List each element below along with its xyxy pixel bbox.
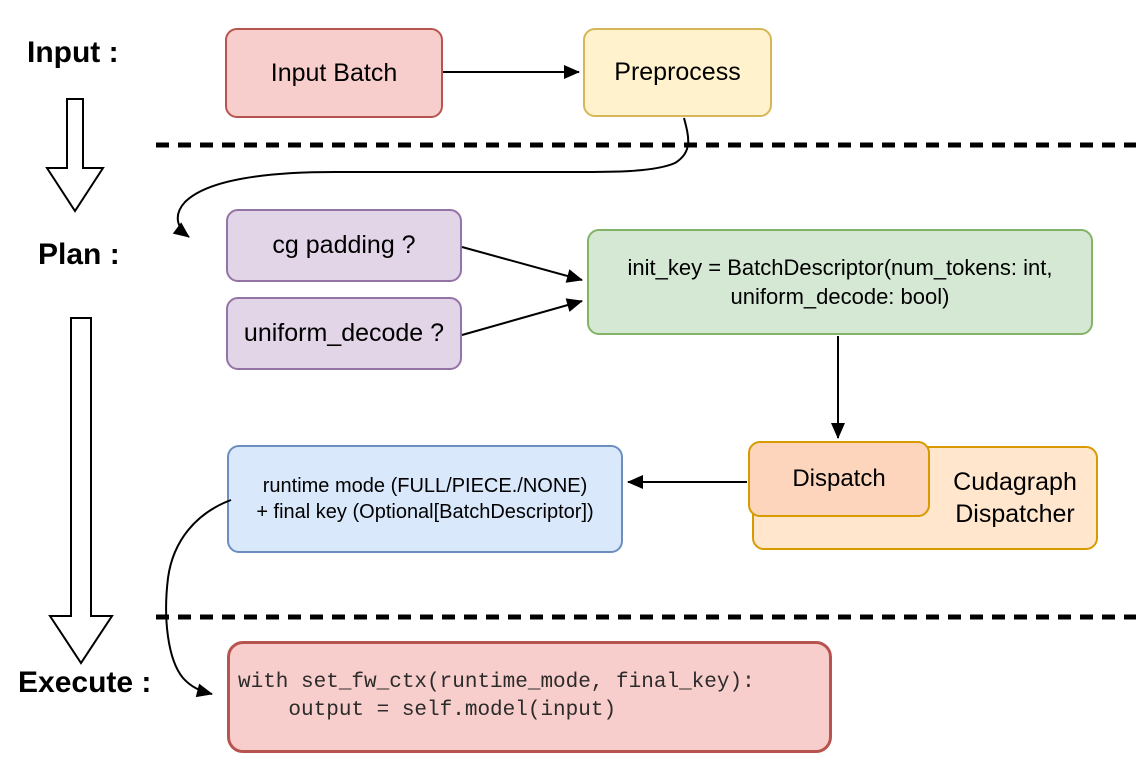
stage-flow-arrow-plan-to-execute [48, 317, 114, 665]
stage-label-input: Input : [27, 36, 119, 69]
node-init-key: init_key = BatchDescriptor(num_tokens: i… [587, 229, 1093, 335]
node-preprocess: Preprocess [583, 28, 772, 117]
edge-runtime-mode-to-execute-code [165, 499, 232, 698]
edge-cg-padding-to-init-key [461, 246, 583, 283]
node-input-batch: Input Batch [225, 28, 443, 118]
stage-label-execute: Execute : [18, 666, 152, 699]
node-dispatch: Dispatch [748, 441, 930, 517]
edge-uniform-decode-to-init-key [461, 298, 583, 336]
node-cg-padding: cg padding ? [226, 209, 462, 282]
cudagraph-dispatcher-label: Cudagraph Dispatcher [953, 467, 1077, 529]
stage-label-plan: Plan : [38, 238, 120, 271]
stage-flow-arrow-input-to-plan [45, 98, 105, 213]
node-uniform-decode: uniform_decode ? [226, 297, 462, 370]
node-execute-code: with set_fw_ctx(runtime_mode, final_key)… [227, 641, 832, 753]
node-runtime-mode: runtime mode (FULL/PIECE./NONE) + final … [227, 445, 623, 553]
